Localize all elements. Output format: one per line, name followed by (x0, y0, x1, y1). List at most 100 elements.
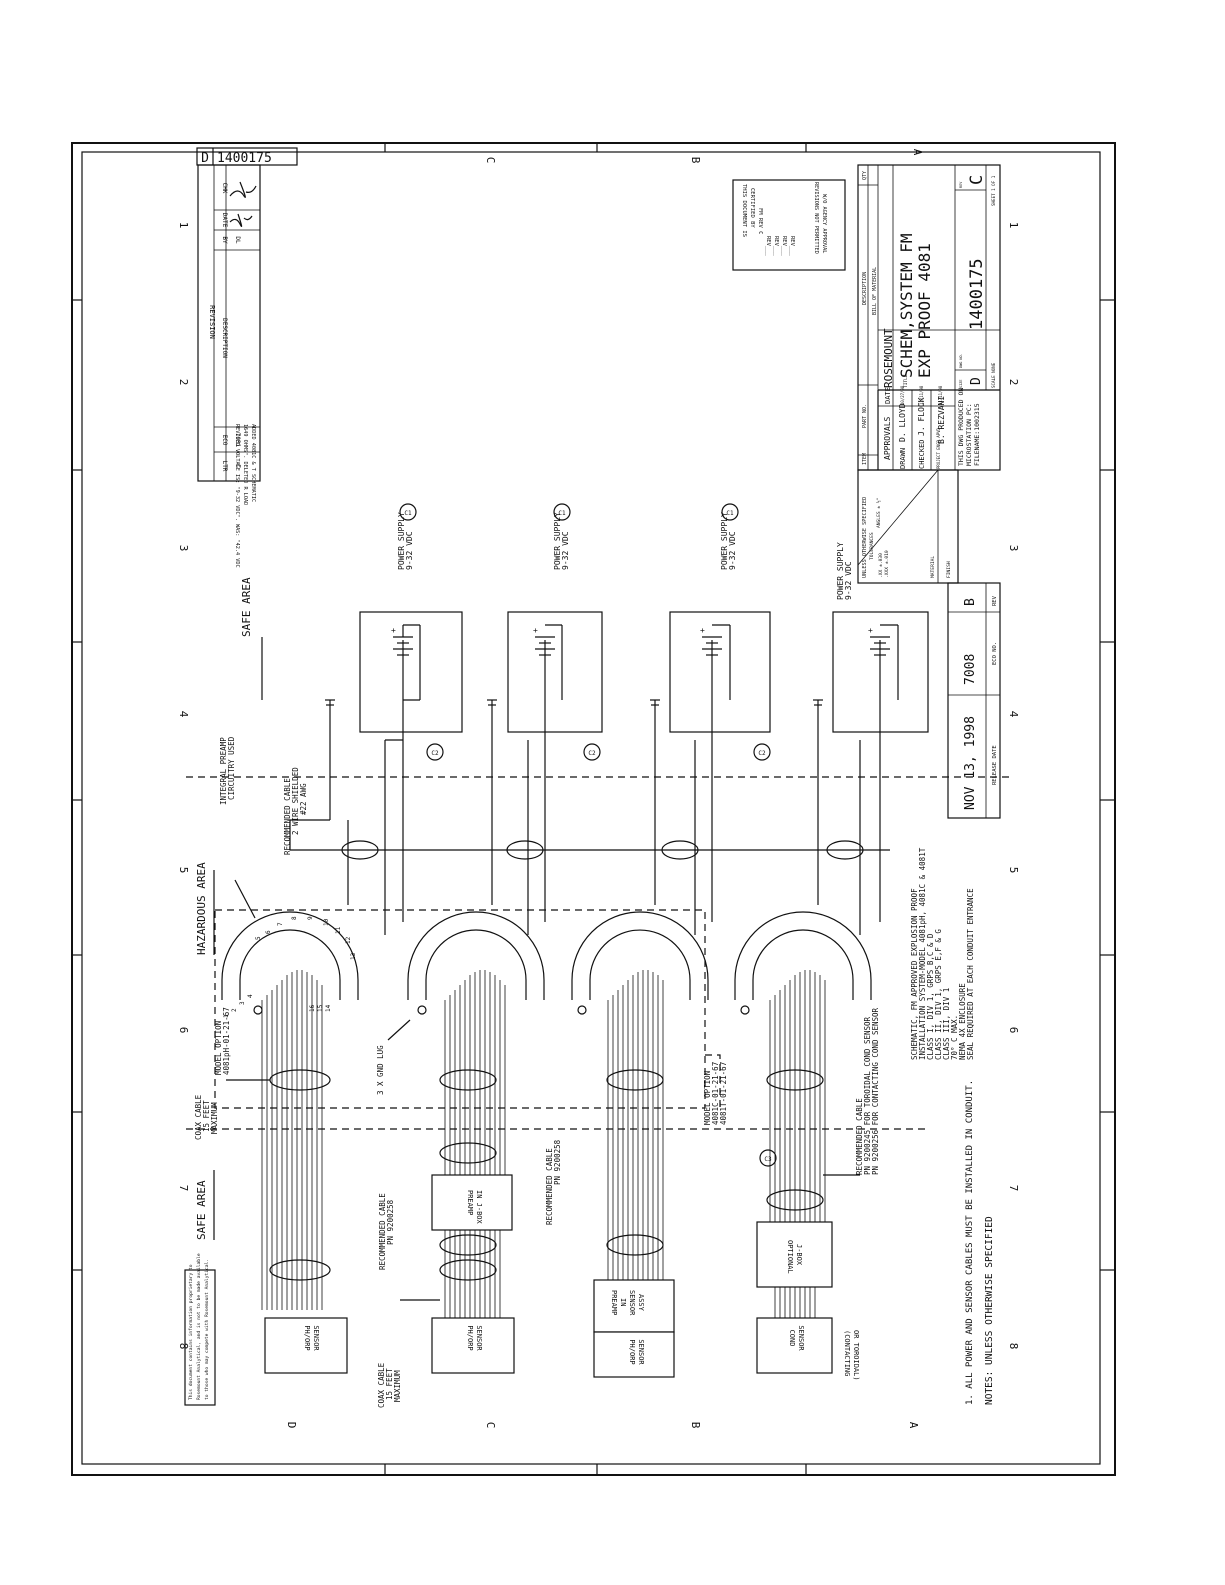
proprietary-box (184, 1269, 216, 1406)
svg-text:CERTIFIED BY: CERTIFIED BY (749, 188, 755, 228)
svg-text:REV___: REV___ (773, 236, 779, 257)
svg-text:MODEL OPTION: MODEL OPTION (214, 1021, 223, 1075)
svg-text:COAX CABLE: COAX CABLE (194, 1094, 203, 1140)
rev-header-eco: ECO (221, 435, 228, 446)
svg-text:3: 3 (239, 1001, 246, 1005)
ps1-c2-tag: C2 (431, 750, 439, 757)
svg-text:W/O AGENCY APPROVAL: W/O AGENCY APPROVAL (821, 194, 827, 253)
svg-text:PN 9200258: PN 9200258 (386, 1199, 395, 1245)
ps4-label: POWER SUPPLY (836, 542, 845, 600)
zone-letter-top-c: C (484, 157, 497, 164)
svg-text:REV___: REV___ (765, 236, 771, 257)
svg-text:IN J-BOX: IN J-BOX (475, 1190, 483, 1225)
zone-num-right-7: 7 (1007, 1185, 1020, 1192)
svg-text:D. LLOYD: D. LLOYD (898, 403, 907, 442)
svg-text:3 X GND LUG: 3 X GND LUG (376, 1045, 385, 1095)
revision-block: REVISION LTR ECO DESCRIPTION BY DATE CHK… (197, 164, 261, 568)
svg-text:11/11/98: 11/11/98 (919, 385, 924, 405)
svg-text:11: 11 (335, 926, 342, 934)
zone-num-right-5: 5 (1007, 867, 1020, 874)
svg-text:COND: COND (788, 1330, 796, 1347)
svg-text:.XXX ±.010: .XXX ±.010 (884, 550, 890, 578)
svg-text:SENSOR: SENSOR (475, 1325, 483, 1351)
svg-text:DATE: DATE (884, 387, 892, 404)
ps1-voltage: 9-32 VDC (405, 531, 414, 570)
preamp-jbox (431, 1174, 513, 1231)
release-date: NOV 13, 1998 (963, 716, 978, 810)
svg-text:SENSOR: SENSOR (637, 1339, 645, 1365)
svg-text:CLASS III, DIV 1: CLASS III, DIV 1 (942, 988, 951, 1060)
svg-text:THIS DWG PRODUCED ON: THIS DWG PRODUCED ON (957, 388, 965, 466)
c3-tag: C3 (764, 1156, 772, 1163)
svg-text:11/11/98: 11/11/98 (938, 385, 943, 405)
zone-num-right-3: 3 (1007, 545, 1020, 552)
svg-text:MAXIMUM: MAXIMUM (393, 1370, 402, 1402)
rev-header-desc: DESCRIPTION (221, 318, 228, 358)
zone-num-right-2: 2 (1007, 379, 1020, 386)
zone-num-left-4: 4 (177, 711, 190, 718)
ph-orp-sensor-1 (264, 1317, 348, 1374)
svg-text:4081T-01-21-67: 4081T-01-21-67 (719, 1062, 728, 1125)
svg-text:PN 9200256 FOR CONTACTING COND: PN 9200256 FOR CONTACTING COND SENSOR (871, 1007, 880, 1175)
power-supply-box-1 (359, 611, 463, 733)
ps3-c1-tag: C1 (726, 510, 734, 517)
notes-item-1: 1. ALL POWER AND SENSOR CABLES MUST BE I… (965, 1080, 975, 1405)
release-eco-label: ECO NO. (992, 642, 998, 665)
outer-frame (71, 142, 1116, 1476)
svg-text:9: 9 (307, 916, 314, 920)
drawing-number-zone: D (201, 151, 209, 166)
rev-by: DL (234, 236, 241, 244)
svg-text:PART NO.: PART NO. (862, 404, 868, 428)
schematic-notes: SCHEMATIC, FM APPROVED EXPLOSION PROOF I… (910, 847, 975, 1060)
release-rev: B (963, 598, 978, 606)
svg-text:FILENAME:1002315: FILENAME:1002315 (973, 403, 981, 466)
svg-text:REVISIONS NOT PERMITTED: REVISIONS NOT PERMITTED (813, 182, 819, 254)
svg-text:THIS DOCUMENT IS: THIS DOCUMENT IS (741, 184, 747, 237)
zone-num-left-7: 7 (177, 1185, 190, 1192)
svg-text:DRAWN: DRAWN (899, 448, 907, 469)
svg-text:SENSOR: SENSOR (312, 1325, 320, 1351)
svg-text:.XX ±.030: .XX ±.030 (878, 553, 884, 578)
rev-desc-1: REVISED VOLTAGE IS: "9-32 VDC". WAS: "42… (234, 424, 240, 568)
rev-eco: 7031 (234, 433, 241, 448)
svg-text:ASSY: ASSY (637, 1294, 645, 1312)
circuit-column-1: + POWER SUPPLY 9-32 VDC C1 C2 PH/ORP SEN… (221, 503, 463, 1374)
svg-text:QTY: QTY (862, 171, 868, 180)
svg-text:INTEGRAL PREAMP: INTEGRAL PREAMP (219, 737, 228, 805)
power-supply-box-3 (669, 611, 771, 733)
svg-text:4081pH-01-21-67: 4081pH-01-21-67 (222, 1007, 231, 1075)
svg-text:MAXIMUM: MAXIMUM (210, 1102, 219, 1134)
title-size: D (969, 377, 984, 385)
svg-text:APPROVALS: APPROVALS (883, 416, 892, 460)
svg-text:TOLERANCES: TOLERANCES (869, 532, 875, 560)
proprietary-line-2: Rosemount Analytical, and is not to be m… (196, 1253, 202, 1400)
svg-text:FM REV C: FM REV C (757, 208, 763, 235)
rev-ltr: C (234, 464, 242, 468)
svg-text:ANGLES ± ½°: ANGLES ± ½° (875, 497, 882, 528)
svg-text:SCALE NONE: SCALE NONE (991, 362, 996, 388)
gnd-lug-3 (577, 1005, 587, 1015)
ps3-plus: + (700, 626, 705, 635)
integral-preamp-enclosure (214, 909, 706, 1109)
certification-box: THIS DOCUMENT IS CERTIFIED BY FM REV C R… (732, 179, 846, 271)
svg-text:PN 9200245 FOR TOROIDAL COND S: PN 9200245 FOR TOROIDAL COND SENSOR (863, 1016, 872, 1175)
svg-text:13: 13 (350, 952, 357, 960)
ps2-c2-tag: C2 (588, 750, 596, 757)
zone-num-left-1: 1 (177, 222, 190, 229)
zone-num-left-2: 2 (177, 379, 190, 386)
svg-text:SIZE: SIZE (959, 380, 963, 388)
title-line-1: SCHEM,SYSTEM FM (897, 234, 916, 379)
svg-text:RECOMMENDED CABLE: RECOMMENDED CABLE (378, 1193, 387, 1270)
svg-text:RECOMMENDED CABLE: RECOMMENDED CABLE (283, 778, 292, 855)
ph-orp-sensor-3 (593, 1331, 675, 1378)
preamp-in-sensor-assy (593, 1279, 675, 1333)
rev-header-chk: CHK (221, 183, 228, 194)
zone-num-left-3: 3 (177, 545, 190, 552)
svg-text:INSTALLATION SYSTEM-MODEL 4081: INSTALLATION SYSTEM-MODEL 4081pH, 4081C … (918, 847, 927, 1060)
svg-text:UNLESS OTHERWISE SPECIFIED: UNLESS OTHERWISE SPECIFIED (862, 497, 868, 578)
svg-text:10/27/98: 10/27/98 (900, 385, 905, 405)
svg-text:4: 4 (247, 994, 254, 998)
svg-text:PREAMP: PREAMP (466, 1190, 474, 1215)
rev-header-date: DATE (221, 213, 228, 228)
ps1-c1-tag: C1 (404, 510, 412, 517)
